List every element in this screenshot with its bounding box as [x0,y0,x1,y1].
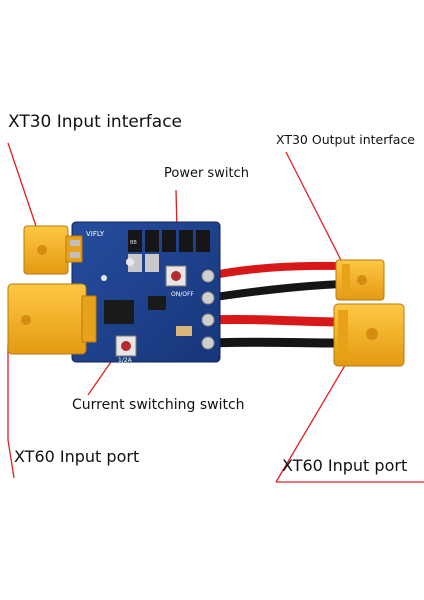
mount-hole [126,258,134,266]
label-current-switching-switch: Current switching switch [72,397,245,413]
wire-black-top [204,280,346,302]
wire-red-top [204,261,346,280]
wire-red-bottom [203,314,345,327]
board-on-off-text: ON/OFF [171,291,194,298]
ic-chip-small [148,296,166,310]
callout-xt30-input [7,142,39,233]
xt60-input-connector-left [7,283,97,355]
diode-row [128,230,210,272]
xt60-input-connector-right [333,303,405,367]
label-xt30-input-interface: XT30 Input interface [8,112,183,132]
current-switch-button [115,335,137,357]
power-switch-button [165,265,187,287]
solder-pads [201,269,215,350]
label-power-switch: Power switch [164,166,249,181]
board-diode-text: BB [130,240,137,246]
ic-chip [104,300,134,324]
label-xt30-output-interface: XT30 Output interface [276,132,416,147]
board-brand-text: VIFLY [86,230,105,238]
xt30-output-connector [335,259,385,301]
label-xt60-input-port-left: XT60 Input port [14,447,140,466]
wires [203,261,346,348]
label-xt60-input-port-right: XT60 Input port [282,456,408,475]
mount-hole [101,275,107,281]
callout-lines [7,142,424,483]
xt30-input-connector [23,225,83,275]
pcb-board: VIFLY ON/OFF 1/2A BB [71,221,221,364]
callout-xt30-output [285,151,346,269]
wire-black-bottom [203,337,345,348]
capacitor [176,326,192,336]
board-current-text: 1/2A [118,357,133,364]
